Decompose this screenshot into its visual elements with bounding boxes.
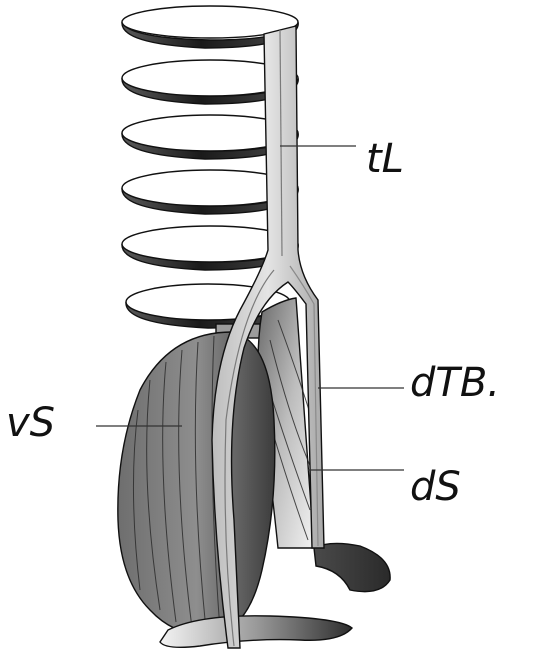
- label-dtb: dTB.: [410, 360, 500, 406]
- label-ds: dS: [410, 464, 461, 510]
- ventral-muscle-vs: [118, 332, 275, 634]
- label-vs: vS: [6, 400, 55, 446]
- label-tl: tL: [366, 136, 404, 182]
